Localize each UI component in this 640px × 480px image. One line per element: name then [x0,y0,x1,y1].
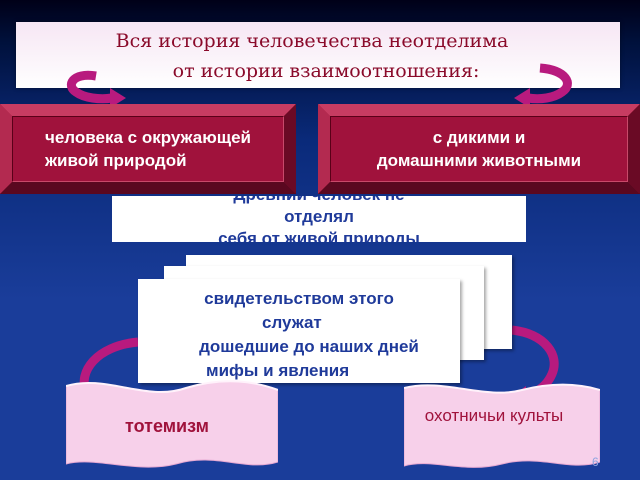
evidence-line-4: мифы и явления [206,361,350,380]
box-animals-line-1: с дикими и [432,128,526,147]
banner-totemism-label: тотемизм [125,416,209,436]
box-human-nature-line-1: человека с окружающей [44,128,252,147]
page-number: 6 [592,455,599,469]
title-line-2: от истории взаимоотношения: [172,60,480,82]
evidence-line-3: дошедшие до наших дней [199,337,419,356]
ancient-line-1: Древний человек не [112,196,526,206]
banner-hunting-cults: охотничьи культы [404,378,600,472]
ancient-line-3: себя от живой природы [218,229,420,242]
title-line-1: Вся история человечества неотделима [115,30,509,52]
banner-hunting-cults-label: охотничьи культы [424,406,564,425]
banner-totemism: тотемизм [66,372,278,472]
evidence-line-2: служат [262,313,322,332]
box-animals-line-2: домашними животными [376,151,582,170]
evidence-line-1: свидетельством этого [204,289,394,308]
title-box: Вся история человечества неотделима от и… [16,22,620,88]
box-animals: с дикими и домашними животными [318,104,640,194]
ancient-human-box: Древний человек не отделял себя от живой… [112,196,526,242]
evidence-card: свидетельством этого служат дошедшие до … [138,279,460,383]
box-human-nature-line-2: живой природой [44,151,187,170]
box-human-nature: человека с окружающей живой природой [0,104,296,194]
ancient-line-2: отделял [284,207,354,226]
